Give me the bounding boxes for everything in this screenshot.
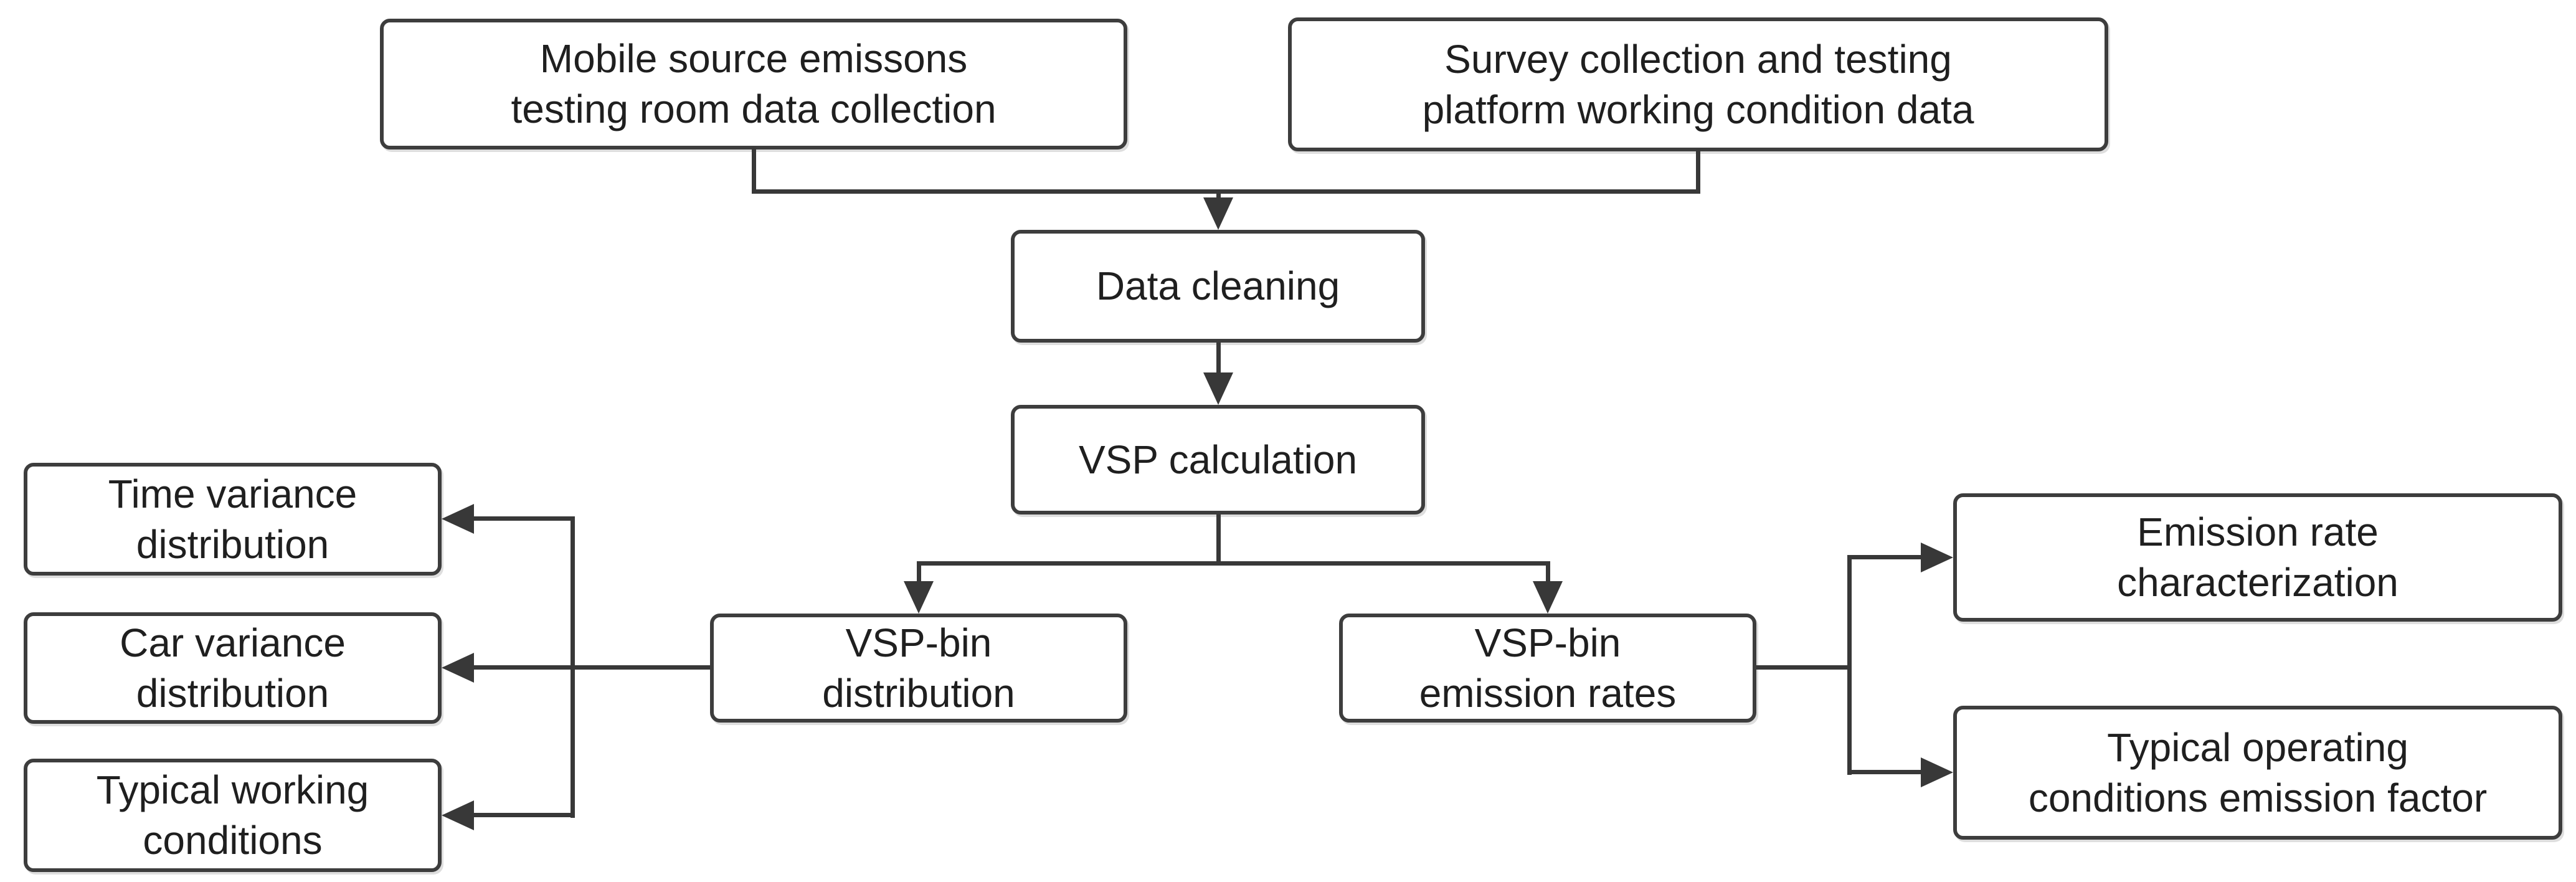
node-car-variance-distribution-label: Car variance distribution — [120, 620, 346, 716]
edge-data-cleaning-to-vsp-line — [1216, 343, 1221, 375]
node-time-variance-distribution-label: Time variance distribution — [108, 471, 358, 567]
edge-trunk-to-typical-working-line — [469, 813, 575, 817]
node-data-cleaning: Data cleaning — [1011, 230, 1425, 343]
node-vsp-calculation-label: VSP calculation — [1078, 437, 1358, 482]
arrowhead-into-vsp-bin-distribution — [904, 581, 934, 614]
edge-right-trunk-line — [1847, 555, 1852, 775]
node-emission-rate-characterization-label: Emission rate characterization — [2117, 510, 2398, 605]
node-vsp-calculation: VSP calculation — [1011, 405, 1425, 514]
node-time-variance-distribution: Time variance distribution — [24, 463, 442, 576]
node-typical-operating-conditions-emission-factor: Typical operating conditions emission fa… — [1953, 706, 2562, 840]
arrowhead-into-vsp-bin-emission-rates — [1533, 581, 1563, 614]
node-emission-rate-characterization: Emission rate characterization — [1953, 493, 2562, 622]
node-survey-collection-label: Survey collection and testing platform w… — [1422, 36, 1974, 132]
node-typical-working-conditions-label: Typical working conditions — [96, 767, 369, 863]
edge-junction-to-data-cleaning-line — [1216, 189, 1221, 202]
edge-top-junction-line — [752, 189, 1700, 194]
arrowhead-into-emission-rate-characterization — [1921, 543, 1953, 572]
node-typical-working-conditions: Typical working conditions — [24, 759, 442, 872]
edge-trunk-to-time-variance-line — [469, 516, 575, 521]
node-vsp-bin-emission-rates-label: VSP-bin emission rates — [1419, 620, 1677, 716]
node-car-variance-distribution: Car variance distribution — [24, 612, 442, 724]
arrowhead-into-typical-working-conditions — [442, 800, 474, 830]
node-typical-operating-conditions-emission-factor-label: Typical operating conditions emission fa… — [2028, 724, 2488, 820]
edge-emission-rates-to-trunk-line — [1756, 665, 1852, 670]
edge-vsp-drop-line — [1216, 514, 1221, 566]
node-mobile-source-label: Mobile source emissons testing room data… — [511, 36, 997, 131]
node-data-cleaning-label: Data cleaning — [1096, 263, 1340, 309]
node-vsp-bin-emission-rates: VSP-bin emission rates — [1339, 614, 1756, 723]
edge-distribution-to-car-variance-line — [469, 665, 710, 670]
node-survey-collection: Survey collection and testing platform w… — [1288, 17, 2108, 151]
arrowhead-into-car-variance-distribution — [442, 653, 474, 683]
edge-trunk-to-typical-operating-line — [1847, 770, 1923, 774]
edge-left-trunk-line — [571, 516, 575, 818]
edge-branch-to-vsp-bin-distribution-line — [917, 561, 921, 584]
edge-trunk-to-emission-rate-characterization-line — [1847, 555, 1923, 559]
arrowhead-into-time-variance-distribution — [442, 504, 474, 534]
arrowhead-into-vsp-calculation — [1203, 372, 1233, 405]
node-mobile-source: Mobile source emissons testing room data… — [380, 19, 1127, 149]
node-vsp-bin-distribution-label: VSP-bin distribution — [822, 620, 1015, 716]
edge-vsp-branch-line — [917, 561, 1550, 566]
edge-survey-collection-drop-line — [1696, 149, 1700, 194]
node-vsp-bin-distribution: VSP-bin distribution — [710, 614, 1127, 723]
edge-branch-to-vsp-bin-emission-rates-line — [1546, 561, 1550, 584]
arrowhead-into-typical-operating-conditions — [1921, 757, 1953, 787]
arrowhead-into-data-cleaning — [1203, 197, 1233, 230]
edge-mobile-source-drop-line — [752, 148, 756, 194]
